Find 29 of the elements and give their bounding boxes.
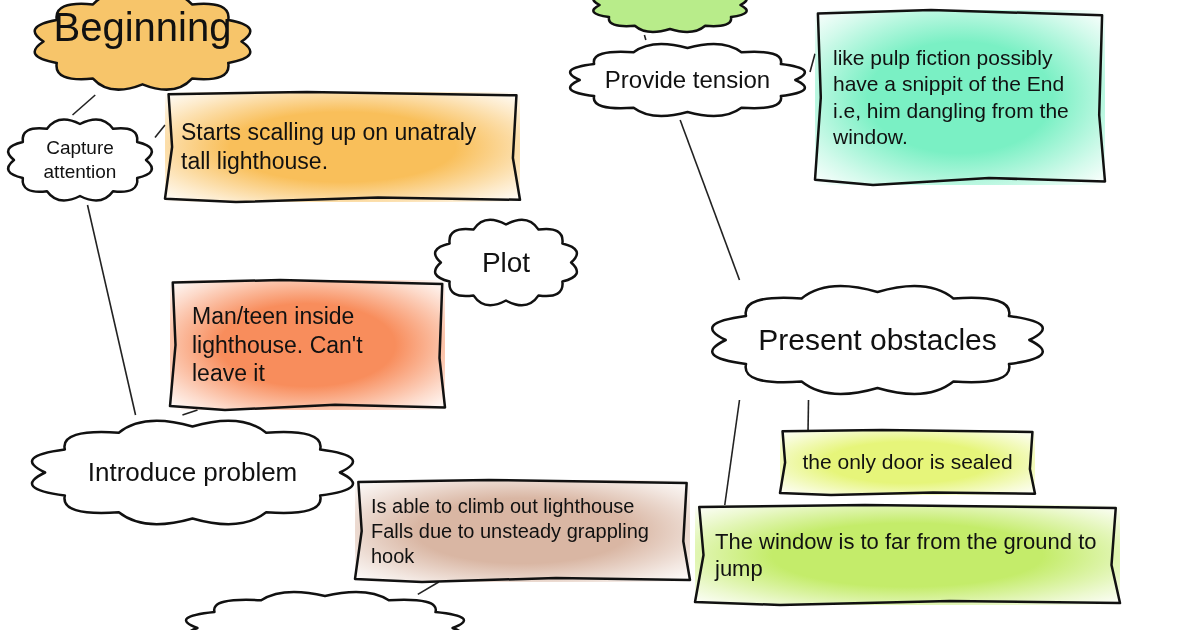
- connector-line: [71, 94, 97, 116]
- note-text: The window is to far from the ground to jump: [715, 527, 1098, 583]
- connector-line: [154, 124, 166, 139]
- note-text: Man/teen inside lighthouse. Can't leave it: [192, 301, 364, 389]
- note-box: [695, 505, 1120, 605]
- cloud-label: Beginning: [53, 3, 232, 51]
- note-box: [355, 480, 690, 582]
- note-box: [780, 430, 1035, 495]
- connector-line: [86, 204, 137, 416]
- connector-line: [807, 399, 810, 431]
- thought-cloud: [5, 115, 155, 205]
- note-text: Is able to climb out lighthouse Falls due to unsteady grappling hook: [371, 493, 650, 569]
- note-text: the only door is sealed: [802, 449, 1013, 476]
- note-text: like pulp fiction possibly have a snippit of the End i.e, him dangling from the window.: [833, 45, 1070, 150]
- note-box: [170, 280, 445, 410]
- connector-line: [809, 52, 816, 73]
- note-text: Starts scalling up on unatraly tall lighthouse.: [181, 118, 478, 176]
- cloud-label: Plot: [481, 246, 531, 280]
- cloud-label: Provide tension: [604, 65, 771, 95]
- cloud-label: Capture attention: [42, 136, 118, 184]
- cloud-label: Present obstacles: [758, 322, 997, 359]
- connector-line: [679, 119, 741, 281]
- note-box: [165, 92, 520, 202]
- connector-line: [417, 581, 440, 596]
- note-box: [815, 10, 1105, 185]
- connector-line: [643, 34, 647, 41]
- connector-line: [723, 399, 741, 506]
- connector-line: [181, 409, 199, 416]
- cloud-label: Introduce problem: [87, 456, 298, 489]
